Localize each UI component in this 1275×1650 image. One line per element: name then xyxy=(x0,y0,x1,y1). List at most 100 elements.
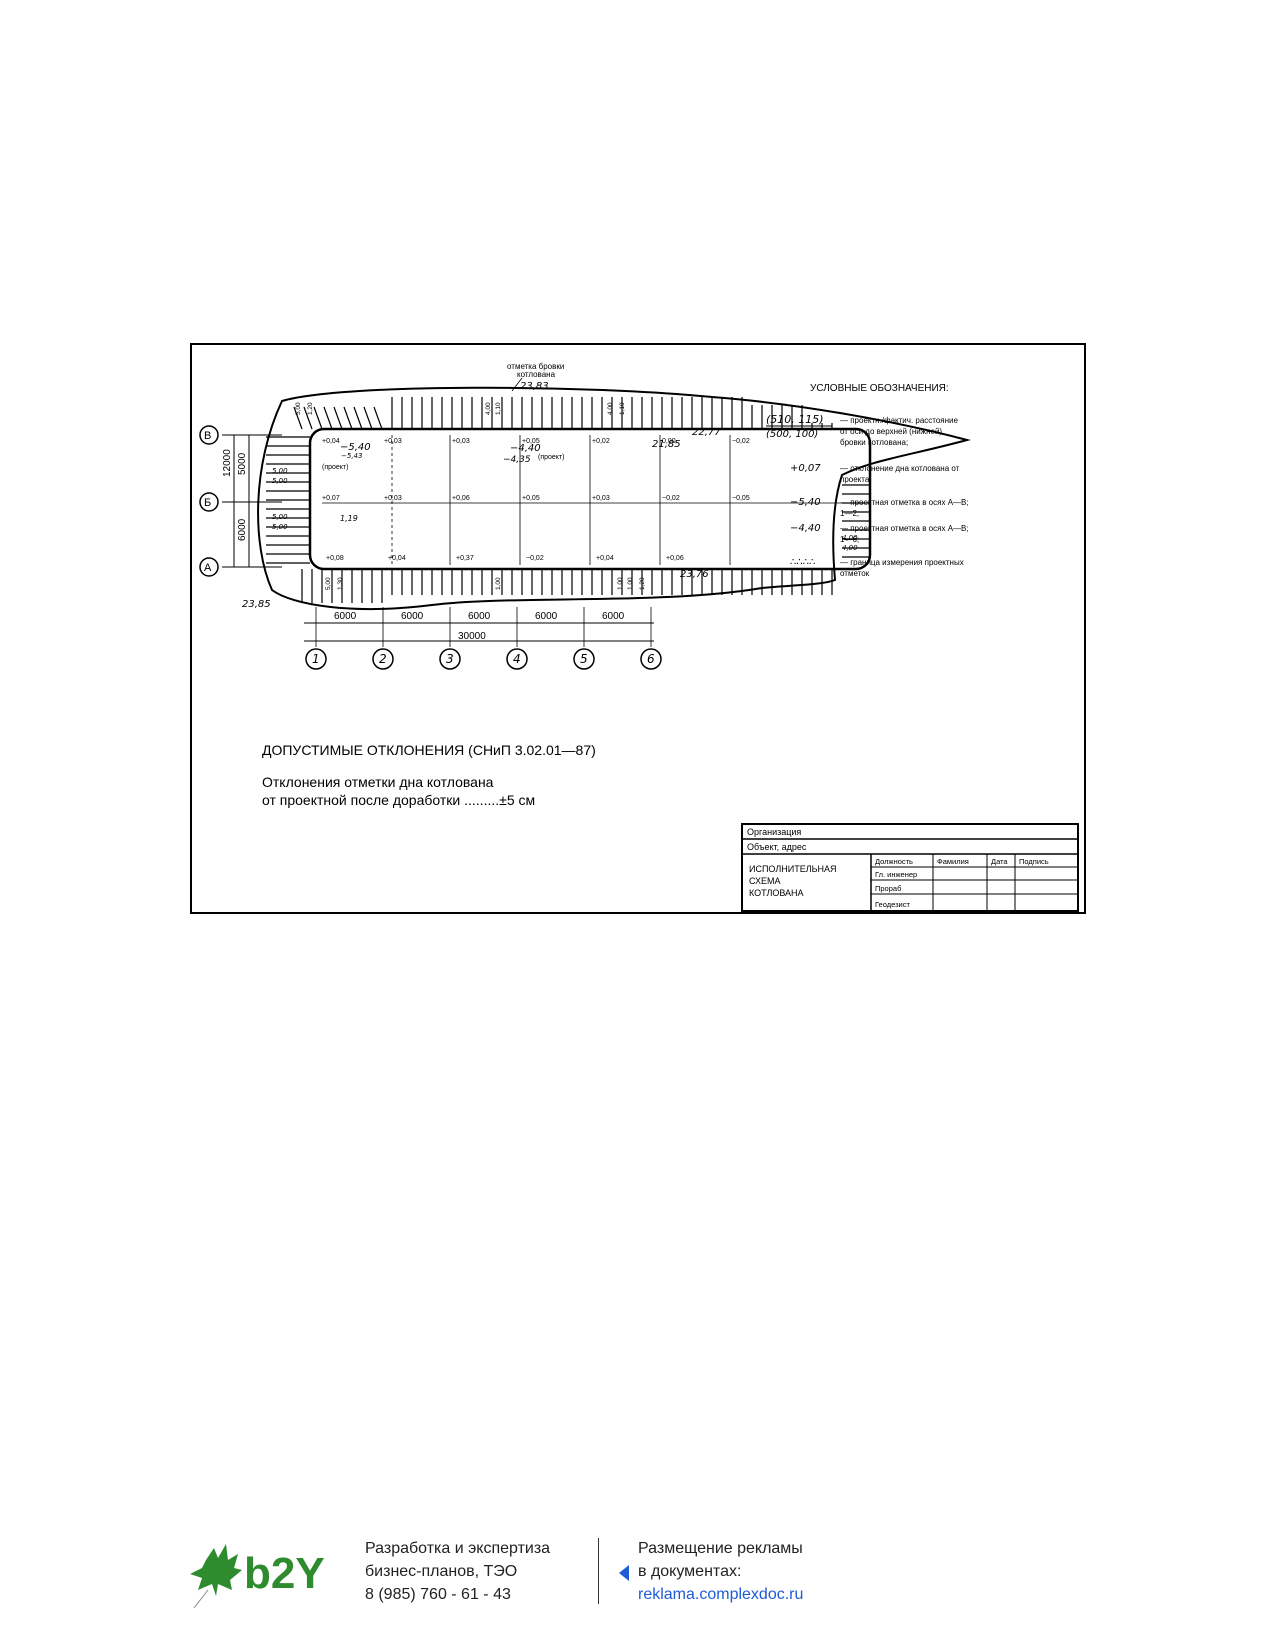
stamp-header-position: Должность xyxy=(875,857,913,866)
brow-elev-left-bottom: 23,85 xyxy=(242,599,271,610)
top-dim-label: 5,00 xyxy=(295,402,302,415)
stamp-title-3: КОТЛОВАНА xyxy=(749,888,804,898)
bottom-dim-label: 1,30 xyxy=(337,577,344,590)
horizontal-dim-label: 6000 xyxy=(334,611,357,622)
axis-circle-0 xyxy=(199,425,219,445)
tolerance-heading: ДОПУСТИМЫЕ ОТКЛОНЕНИЯ (СНиП 3.02.01—87) xyxy=(262,742,596,758)
legend-title: УСЛОВНЫЕ ОБОЗНАЧЕНИЯ: xyxy=(810,383,949,394)
deviation-top-label: +0,03 xyxy=(452,438,470,445)
brow-elev-right-top: 22,77 xyxy=(692,427,721,438)
horizontal-dim-label: 6000 xyxy=(602,611,625,622)
axis-letter-label: А xyxy=(204,562,212,574)
brow-label-1: отметка бровки xyxy=(507,362,564,371)
footer-right-line-1: Размещение рекламы xyxy=(638,1540,803,1557)
vertical-dim-12000: 12000 xyxy=(222,449,233,477)
pit-top-brow xyxy=(257,386,971,610)
stamp-header-signature: Подпись xyxy=(1019,857,1049,866)
side-dim-left: 5,00 xyxy=(272,467,288,475)
legend-symbol: +0,07 xyxy=(790,463,821,474)
legend-text: — отклонение дна котлована от xyxy=(840,464,960,473)
top-dim-label: 1,10 xyxy=(619,402,626,415)
bottom-dim-label: 1,00 xyxy=(617,577,624,590)
title-block: Организация Объект, адрес ИСПОЛНИТЕЛЬНАЯ… xyxy=(741,823,1079,912)
bottom-dim-label: 1,00 xyxy=(627,577,634,590)
deviation-top-label: 0,00 xyxy=(662,438,676,445)
legend-symbol: ∴∴∴∴ xyxy=(790,557,815,568)
tolerance-line-1: Отклонения отметки дна котлована xyxy=(262,774,494,790)
deviation-bottom-label: +0,04 xyxy=(388,555,406,562)
design-mark-2: −4,40 xyxy=(510,443,541,454)
stamp-header-date: Дата xyxy=(991,857,1008,866)
axis-number-label: 1 xyxy=(312,652,320,666)
vertical-dim-5000: 5000 xyxy=(237,452,248,475)
top-dim-label: 1,10 xyxy=(495,402,502,415)
side-dim-left: 5,00 xyxy=(272,513,288,521)
deviation-top-label: −0,02 xyxy=(732,438,750,445)
horizontal-dim-label: 6000 xyxy=(468,611,491,622)
axis-number-circle-6 xyxy=(640,648,662,670)
axis-circle-1 xyxy=(199,492,219,512)
axis-number-label: 4 xyxy=(513,652,521,666)
deviation-bottom-label: +0,08 xyxy=(326,555,344,562)
deviation-mid-label: +0,07 xyxy=(322,495,340,502)
deviation-mid-label: −0,02 xyxy=(662,495,680,502)
stamp-row-chief-engineer: Гл. инженер xyxy=(875,870,917,879)
legend-symbol: −5,40 xyxy=(790,497,821,508)
deviation-top-label: +0,05 xyxy=(522,438,540,445)
legend-text: 1—6; xyxy=(840,535,859,544)
deviation-bottom-label: +0,06 xyxy=(666,555,684,562)
footer-left-line-2: бизнес-планов, ТЭО xyxy=(365,1563,518,1580)
tolerance-block: ДОПУСТИМЫЕ ОТКЛОНЕНИЯ (СНиП 3.02.01—87) … xyxy=(262,741,596,809)
bottom-dim-label: 1,20 xyxy=(639,577,646,590)
deviation-mid-label: +0,03 xyxy=(384,495,402,502)
logo-text: b2Y xyxy=(244,1549,325,1598)
deviation-mid-label: +0,06 xyxy=(452,495,470,502)
axis-letter-label: Б xyxy=(204,497,211,509)
legend-text: — проектн./фактич. расстояние xyxy=(840,416,959,425)
stamp-header-surname: Фамилия xyxy=(937,857,969,866)
top-dim-label: 4,00 xyxy=(485,402,492,415)
b2y-logo[interactable]: b2Y xyxy=(180,1530,350,1610)
horizontal-dim-label: 6000 xyxy=(535,611,558,622)
maple-leaf-icon xyxy=(190,1544,242,1596)
legend-text: — проектная отметка в осях А—В; xyxy=(840,498,969,507)
bottom-dim-label: 5,00 xyxy=(325,577,332,590)
deviation-top-label: +0,04 xyxy=(322,438,340,445)
legend-text: — проектная отметка в осях А—В; xyxy=(840,524,969,533)
legend-text: проекта; xyxy=(840,475,872,484)
deviation-top-label: +0,02 xyxy=(592,438,610,445)
axis-circle-2 xyxy=(199,557,219,577)
axis-number-circle-4 xyxy=(506,648,528,670)
side-dim-left: 5,00 xyxy=(272,523,288,531)
legend-symbol-top: (510, 115) xyxy=(766,413,824,426)
vertical-dim-6000: 6000 xyxy=(237,518,248,541)
footer-phone: 8 (985) 760 - 61 - 43 xyxy=(365,1586,511,1603)
deviation-bottom-label: +0,37 xyxy=(456,555,474,562)
arrow-left-icon xyxy=(619,1565,629,1581)
legend-symbol: −4,40 xyxy=(790,523,821,534)
top-dim-label: 1,20 xyxy=(307,402,314,415)
footer-link[interactable]: reklama.complexdoc.ru xyxy=(638,1586,804,1603)
footer-divider xyxy=(598,1538,599,1604)
footer-right-line-2: в документах: xyxy=(638,1563,742,1580)
horizontal-dim-label: 6000 xyxy=(401,611,424,622)
deviation-mid-label: +0,05 xyxy=(522,495,540,502)
design-mark-1: −5,40 xyxy=(340,442,371,453)
axis-number-label: 6 xyxy=(647,652,655,666)
legend-text: отметок xyxy=(840,569,870,578)
axis-number-label: 5 xyxy=(580,652,588,666)
side-dim-right: 4,00 xyxy=(842,534,858,542)
small-mark: 1,19 xyxy=(340,514,358,523)
brow-elev-top: 23,83 xyxy=(520,381,549,392)
axis-number-circle-1 xyxy=(305,648,327,670)
design-mark-1-actual: −5,43 xyxy=(341,452,362,460)
stamp-organization: Организация xyxy=(747,827,801,837)
design-mark-1-note: (проект) xyxy=(322,464,348,471)
stamp-row-foreman: Прораб xyxy=(875,884,901,893)
side-dim-left: 5,00 xyxy=(272,477,288,485)
legend-text: 1—2; xyxy=(840,509,859,518)
brow-elev-right-bottom: 23,76 xyxy=(680,569,709,580)
brow-label-2: котлована xyxy=(517,370,556,379)
